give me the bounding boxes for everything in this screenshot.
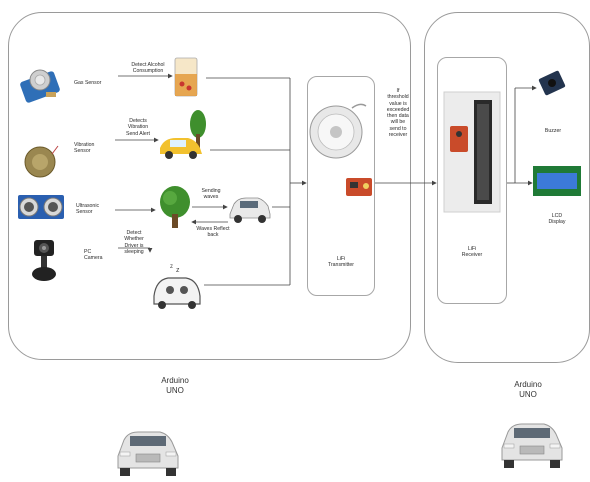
receiver-board-icon [443, 91, 501, 213]
svg-text:z: z [170, 264, 173, 270]
led-bulb-icon [309, 103, 367, 159]
receiver-car-icon [501, 423, 563, 468]
vibration-sensor-icon [24, 145, 59, 178]
vibration-sensor-label: Vibration Sensor [74, 142, 95, 155]
lifi-receiver-label: LiFi Receiver [461, 246, 483, 259]
pc-camera-label: PC Camera [84, 249, 103, 262]
lcd-display-icon [533, 166, 581, 196]
transmitter-board-icon [346, 178, 372, 196]
ultrasonic-sensor-label: Ultrasonic Sensor [76, 203, 100, 216]
lcd-display-label: LCD Display [548, 213, 566, 226]
car-tree-icon [160, 110, 206, 159]
driver-car-icon: z z [153, 264, 201, 309]
buzzer-icon [538, 70, 566, 96]
sending-waves-label: Sending waves [201, 188, 221, 201]
transmitter-arduino-caption: Arduino UNO [161, 376, 189, 395]
threshold-note: If threshold value is exceeded then data… [386, 88, 410, 139]
gas-sensor-icon [20, 69, 60, 103]
ultrasonic-sensor-icon [18, 195, 64, 219]
waves-reflect-label: Waves Reflect back [196, 226, 230, 239]
svg-text:z: z [176, 267, 180, 274]
buzzer-label: Buzzer [544, 128, 562, 134]
suv-icon [229, 197, 271, 223]
tree-icon [160, 186, 190, 228]
receiver-arduino-caption: Arduino UNO [514, 380, 542, 399]
alcohol-detect-label: Detect Alcohol Consumption [131, 62, 165, 75]
transmitter-car-icon [117, 431, 179, 476]
gas-sensor-label: Gas Sensor [74, 80, 102, 86]
sleep-detect-label: Detect Whether Driver is sleeping [124, 230, 144, 255]
vibration-alert-label: Detects Vibration Send Alert [126, 118, 150, 137]
lifi-transmitter-label: LiFi Transmitter [327, 256, 355, 269]
pc-camera-icon [32, 240, 56, 281]
drink-glass-icon [174, 57, 198, 97]
